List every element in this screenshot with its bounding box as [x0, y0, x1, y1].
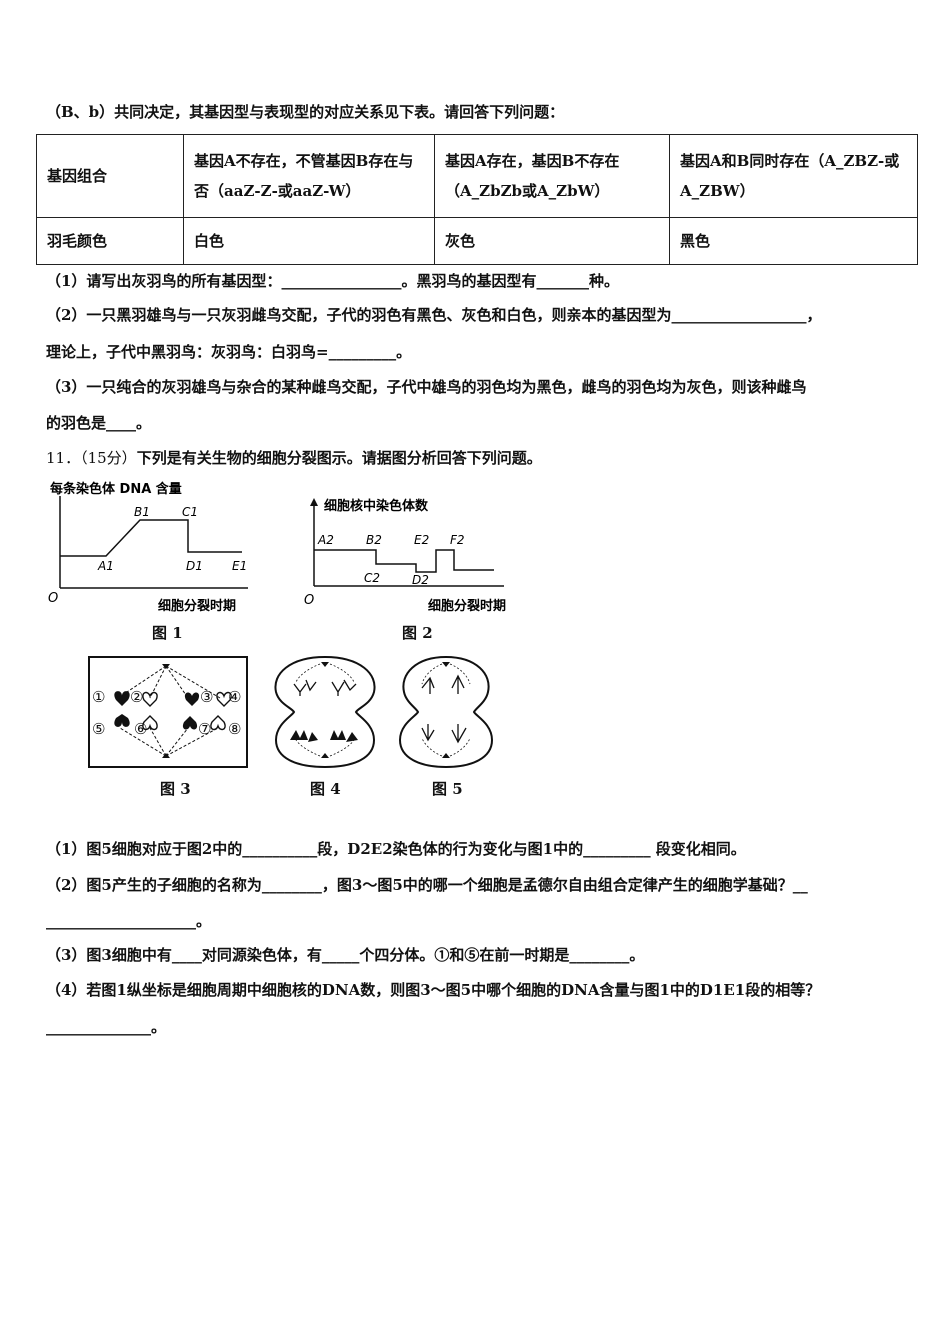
q11-part1: （1）图5细胞对应于图2中的__________段，D2E2染色体的行为变化与图…	[46, 840, 746, 858]
q11-title-text: 下列是有关生物的细胞分裂图示。请据图分析回答下列问题。	[136, 449, 542, 467]
fig2-origin: O	[304, 593, 314, 608]
cell-a-b-present: 基因A和B同时存在（A_ZBZ-或A_ZBW）	[669, 134, 918, 218]
figure-1-graph: 每条染色体 DNA 含量 O A1 B1 C1 D1 E1 细胞分裂时期	[48, 481, 248, 614]
figure-4-cell	[274, 655, 376, 769]
color-white: 白色	[183, 217, 435, 265]
fig2-label-d2: D2	[412, 573, 429, 587]
fig1-ylabel: 每条染色体 DNA 含量	[50, 481, 182, 497]
fig1-label-b1: B1	[134, 505, 150, 519]
q10-part2-line2: 理论上，子代中黑羽鸟：灰羽鸟：白羽鸟=_________。	[46, 343, 412, 361]
color-gray: 灰色	[434, 217, 670, 265]
fig2-label-f2: F2	[450, 533, 465, 547]
header-gene-combination: 基因组合	[36, 134, 184, 218]
fig1-label-e1: E1	[232, 559, 247, 573]
intro-text: （B、b）共同决定，其基因型与表现型的对应关系见下表。请回答下列问题：	[46, 103, 565, 121]
q11-part4-line1: （4）若图1纵坐标是细胞周期中细胞核的DNA数，则图3～图5中哪个细胞的DNA含…	[46, 981, 821, 999]
q11-title: 11．（15分）下列是有关生物的细胞分裂图示。请据图分析回答下列问题。	[46, 447, 542, 469]
figure-2-graph: 细胞核中染色体数 O A2 B2 C2 D2 E2 F2 细胞分裂时期	[304, 498, 506, 614]
fig2-caption: 图 2	[402, 624, 433, 642]
cell-a-present-b-absent: 基因A存在，基因B不存在（A_ZbZb或A_ZbW）	[434, 134, 670, 218]
fig3-label-5: ⑤	[92, 720, 105, 738]
fig1-origin: O	[48, 591, 58, 606]
q10-part3-line2: 的羽色是____。	[46, 414, 152, 432]
fig3-label-4: ④	[228, 688, 241, 706]
fig3-label-8: ⑧	[228, 720, 241, 738]
q11-part3: （3）图3细胞中有____对同源染色体，有_____个四分体。①和⑤在前一时期是…	[46, 946, 645, 964]
fig2-label-b2: B2	[366, 533, 382, 547]
fig3-caption: 图 3	[160, 780, 191, 798]
fig5-caption: 图 5	[432, 780, 463, 798]
figure-5-cell	[398, 655, 494, 769]
fig3-label-1: ①	[92, 688, 105, 706]
fig1-caption: 图 1	[152, 624, 183, 642]
q11-number: 11．（15分）	[46, 449, 137, 467]
fig1-label-a1: A1	[97, 559, 114, 573]
q10-part2-line1: （2）一只黑羽雄鸟与一只灰羽雌鸟交配，子代的羽色有黑色、灰色和白色，则亲本的基因…	[46, 306, 822, 324]
fig2-label-a2: A2	[317, 533, 334, 547]
cell-a-absent: 基因A不存在，不管基因B存在与否（aaZ-Z-或aaZ-W）	[183, 134, 435, 218]
fig3-label-2: ②	[130, 688, 143, 706]
q10-part3-line1: （3）一只纯合的灰羽雄鸟与杂合的某种雌鸟交配，子代中雄鸟的羽色均为黑色，雌鸟的羽…	[46, 378, 807, 396]
fig2-label-e2: E2	[414, 533, 429, 547]
fig1-label-d1: D1	[186, 559, 203, 573]
fig1-label-c1: C1	[182, 505, 198, 519]
fig3-label-3: ③	[200, 688, 213, 706]
figure-3-cell: ① ② ③ ④ ⑤ ⑥ ⑦ ⑧	[88, 656, 248, 768]
fig3-label-7: ⑦	[198, 720, 211, 738]
fig2-label-c2: C2	[364, 571, 380, 585]
color-black: 黑色	[669, 217, 918, 265]
genotype-table: 基因组合 基因A不存在，不管基因B存在与否（aaZ-Z-或aaZ-W） 基因A存…	[36, 134, 918, 265]
q11-part2-line2: ____________________。	[46, 912, 212, 930]
fig2-xlabel: 细胞分裂时期	[428, 598, 506, 614]
q11-part4-line2: ______________。	[46, 1018, 167, 1036]
q10-part1: （1）请写出灰羽鸟的所有基因型：________________。黑羽鸟的基因型…	[46, 272, 619, 290]
fig4-caption: 图 4	[310, 780, 341, 798]
q11-part2-line1: （2）图5产生的子细胞的名称为________，图3～图5中的哪一个细胞是孟德尔…	[46, 876, 808, 894]
fig1-xlabel: 细胞分裂时期	[158, 598, 236, 614]
header-feather-color: 羽毛颜色	[36, 217, 184, 265]
fig3-label-6: ⑥	[134, 720, 147, 738]
fig2-ylabel: 细胞核中染色体数	[324, 498, 429, 514]
